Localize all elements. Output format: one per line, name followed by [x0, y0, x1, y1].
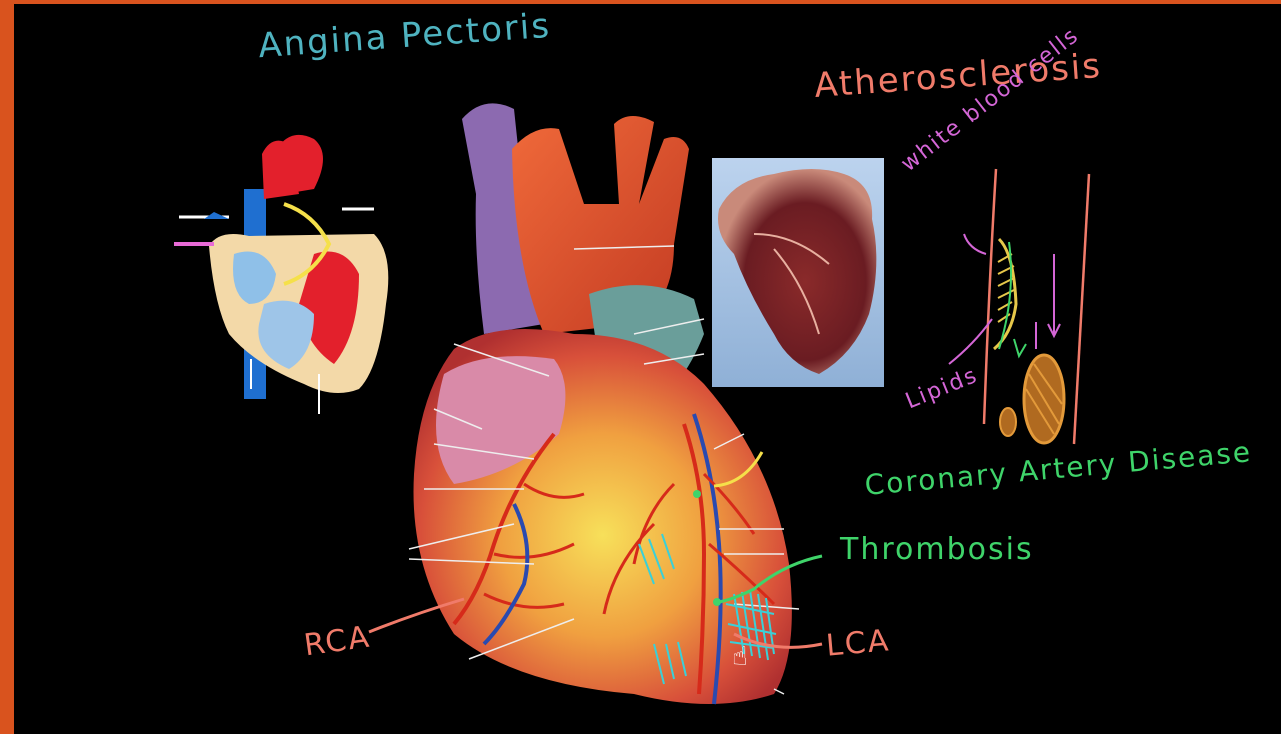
drawing-board: Angina Pectoris Atherosclerosis white bl… [14, 4, 1281, 734]
lca-label: LCA [825, 623, 892, 663]
heart-photo [712, 158, 884, 387]
illustrations-layer [14, 4, 1281, 734]
heart-diagram [174, 135, 388, 414]
thrombosis-label: Thrombosis [840, 532, 1034, 567]
hand-pointer-icon: ☝ [732, 642, 748, 672]
artery-sketch [949, 169, 1089, 444]
